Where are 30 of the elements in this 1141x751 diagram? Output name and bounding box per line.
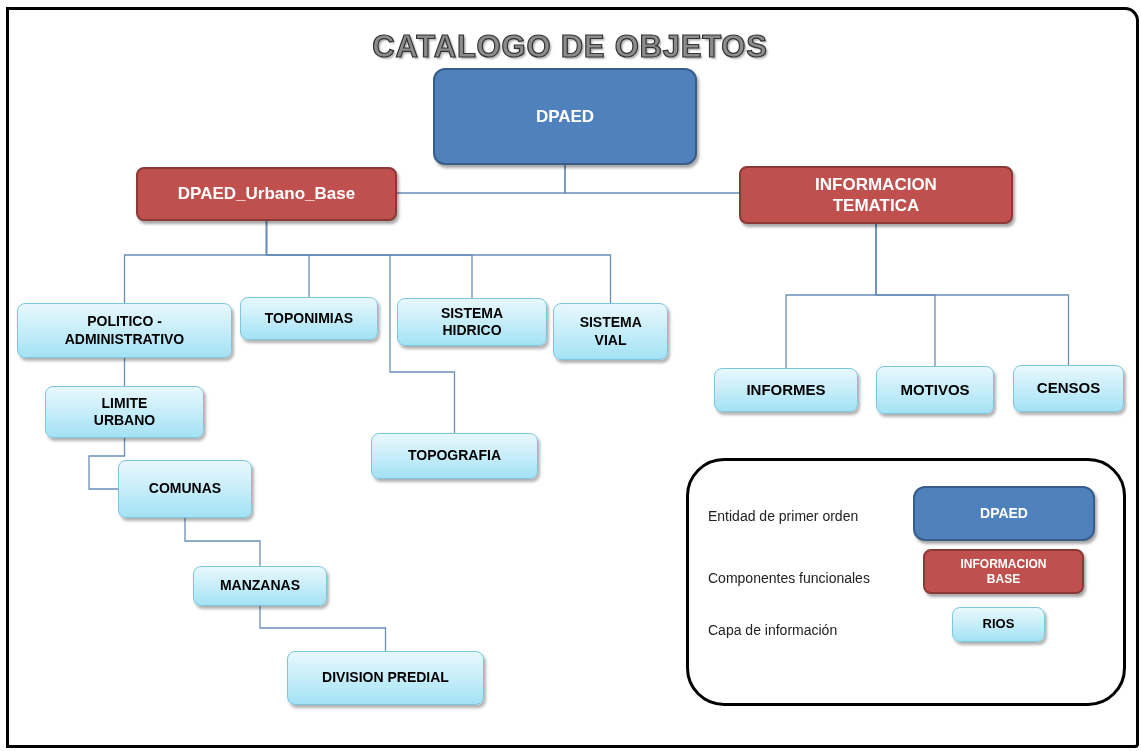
layer-box: COMUNAS xyxy=(118,460,252,518)
component-box: INFORMACION TEMATICA xyxy=(739,166,1013,224)
connector-line xyxy=(875,223,1070,366)
layer-box: CENSOS xyxy=(1013,365,1124,412)
title: CATALOGO DE OBJETOS xyxy=(371,28,769,66)
layer-box: LIMITE URBANO xyxy=(45,386,204,438)
connector-line xyxy=(564,164,740,194)
component-box: INFORMACION BASE xyxy=(923,549,1084,594)
connector-line xyxy=(259,605,387,652)
layer-box: TOPOGRAFIA xyxy=(371,433,538,479)
layer-box: INFORMES xyxy=(714,368,858,412)
description-text: Entidad de primer orden xyxy=(708,507,859,526)
layer-box: POLITICO - ADMINISTRATIVO xyxy=(17,303,232,358)
layer-box: SISTEMA HIDRICO xyxy=(397,298,547,346)
layer-box: MANZANAS xyxy=(193,566,327,606)
component-box: DPAED_Urbano_Base xyxy=(136,167,397,221)
layer-box: RIOS xyxy=(952,607,1045,642)
layer-box: DIVISION PREDIAL xyxy=(287,651,484,705)
legend-box xyxy=(686,458,1126,706)
layer-box: MOTIVOS xyxy=(876,366,994,414)
entity-box: DPAED xyxy=(913,486,1095,541)
description-text: Capa de información xyxy=(708,621,838,640)
connector-line xyxy=(265,220,456,434)
connector-line xyxy=(123,357,126,387)
connector-line xyxy=(184,517,261,567)
entity-box: DPAED xyxy=(433,68,697,165)
description-text: Componentes funcionales xyxy=(708,569,870,588)
connector-line xyxy=(88,437,126,490)
layer-box: TOPONIMIAS xyxy=(240,297,378,340)
layer-box: SISTEMA VIAL xyxy=(553,303,668,360)
